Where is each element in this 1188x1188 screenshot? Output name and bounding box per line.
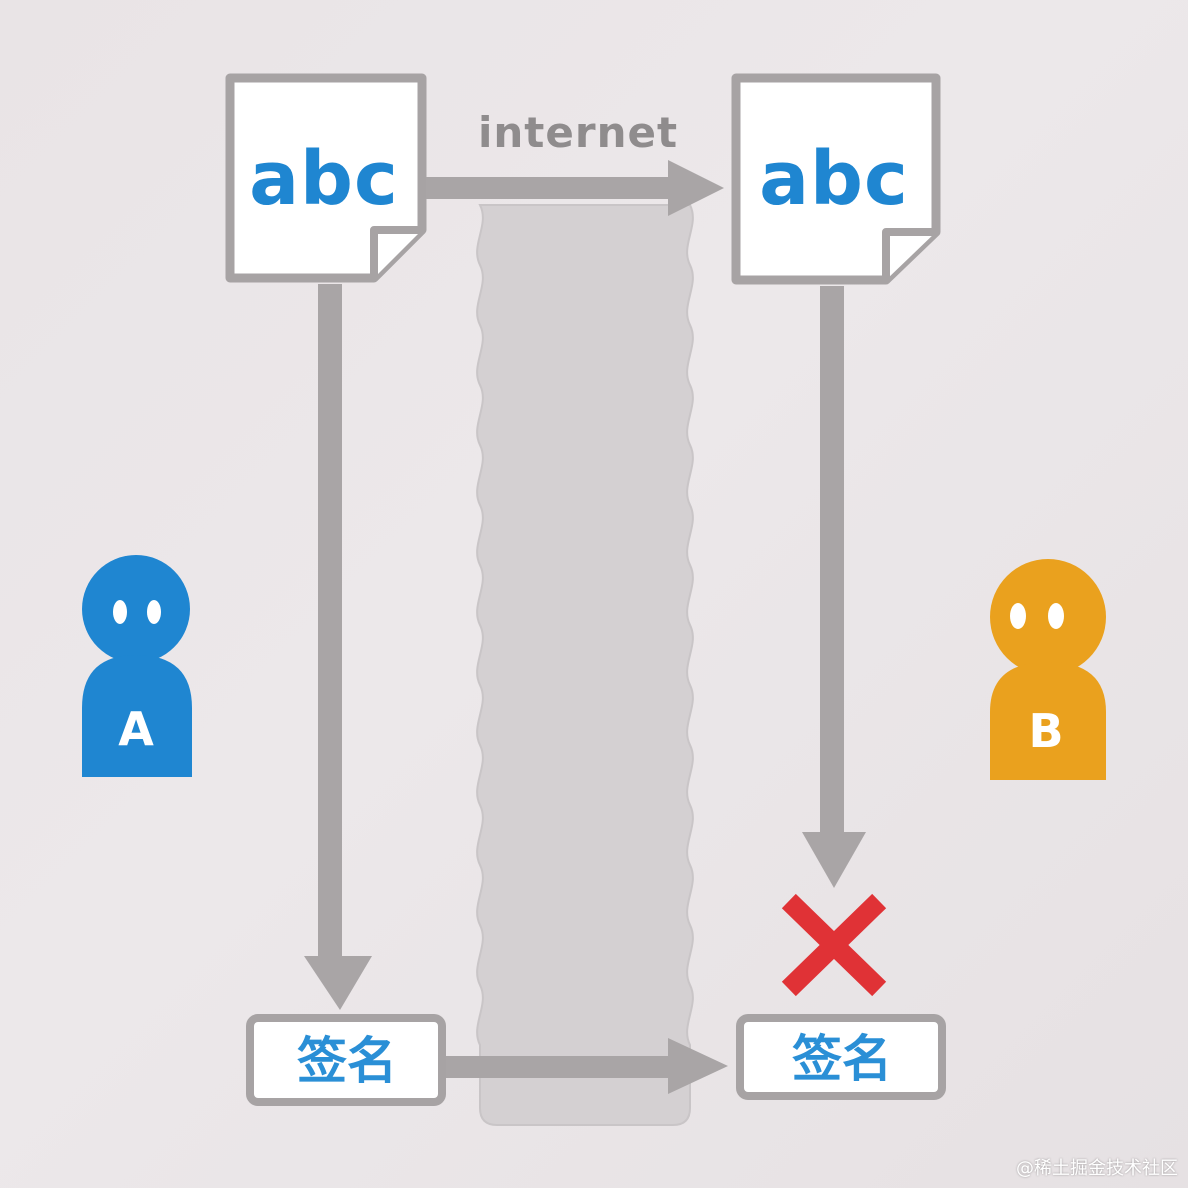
person-b-letter: B [1028, 704, 1064, 758]
signature-right-text: 签名 [792, 1030, 892, 1088]
sign-arrow-left [304, 284, 372, 1010]
internet-label: internet [478, 108, 679, 157]
internet-arrow [426, 160, 724, 216]
document-left-text: abc [249, 136, 399, 222]
verify-arrow-right [802, 286, 866, 888]
watermark: @稀土掘金技术社区 [1016, 1158, 1178, 1179]
person-b-icon [990, 559, 1106, 780]
person-a-letter: A [118, 702, 154, 756]
red-cross-icon [781, 893, 887, 997]
signature-left-text: 签名 [297, 1032, 397, 1090]
document-right-icon [731, 73, 941, 285]
document-left-icon [225, 73, 427, 283]
document-right-text: abc [759, 136, 909, 222]
person-a-icon [82, 555, 192, 777]
signature-right-box [736, 1014, 946, 1100]
signature-left-box [246, 1014, 446, 1106]
internet-channel [476, 204, 694, 1126]
signature-transfer-arrow [446, 1038, 728, 1094]
